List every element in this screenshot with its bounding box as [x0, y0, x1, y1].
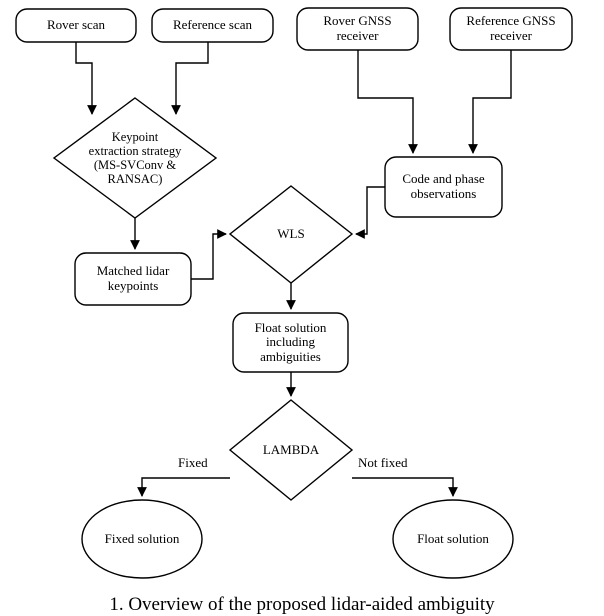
node-rover-gnss-receiver [296, 7, 419, 51]
figure-caption: 1. Overview of the proposed lidar-aided … [109, 594, 495, 615]
node-rover-scan [15, 8, 137, 43]
node-float-solution [392, 499, 514, 579]
node-keypoint-extraction [52, 97, 218, 219]
edge-label-fixed: Fixed [178, 455, 208, 470]
edge-rover-gnss-to-code-phase [357, 50, 418, 154]
edge-reference-gnss-to-code-phase [468, 50, 512, 154]
node-reference-scan [151, 8, 274, 43]
node-reference-gnss-receiver [449, 7, 573, 51]
node-matched-lidar-keypoints [74, 252, 192, 306]
edge-rover-scan-to-keypoint [75, 42, 97, 115]
edge-code-phase-to-wls [355, 186, 385, 239]
edge-lambda-not-fixed-to-float-solution [352, 477, 458, 497]
node-float-solution-including-ambiguities [232, 312, 349, 373]
node-wls [228, 185, 354, 284]
edge-label-not-fixed: Not fixed [358, 455, 408, 470]
node-code-and-phase-observations [384, 156, 503, 218]
node-lambda [228, 399, 354, 501]
edge-reference-scan-to-keypoint [171, 42, 209, 115]
node-fixed-solution [81, 499, 203, 579]
edge-lambda-fixed-to-fixed-solution [137, 477, 230, 497]
edge-matched-keypoints-to-wls [191, 229, 227, 280]
